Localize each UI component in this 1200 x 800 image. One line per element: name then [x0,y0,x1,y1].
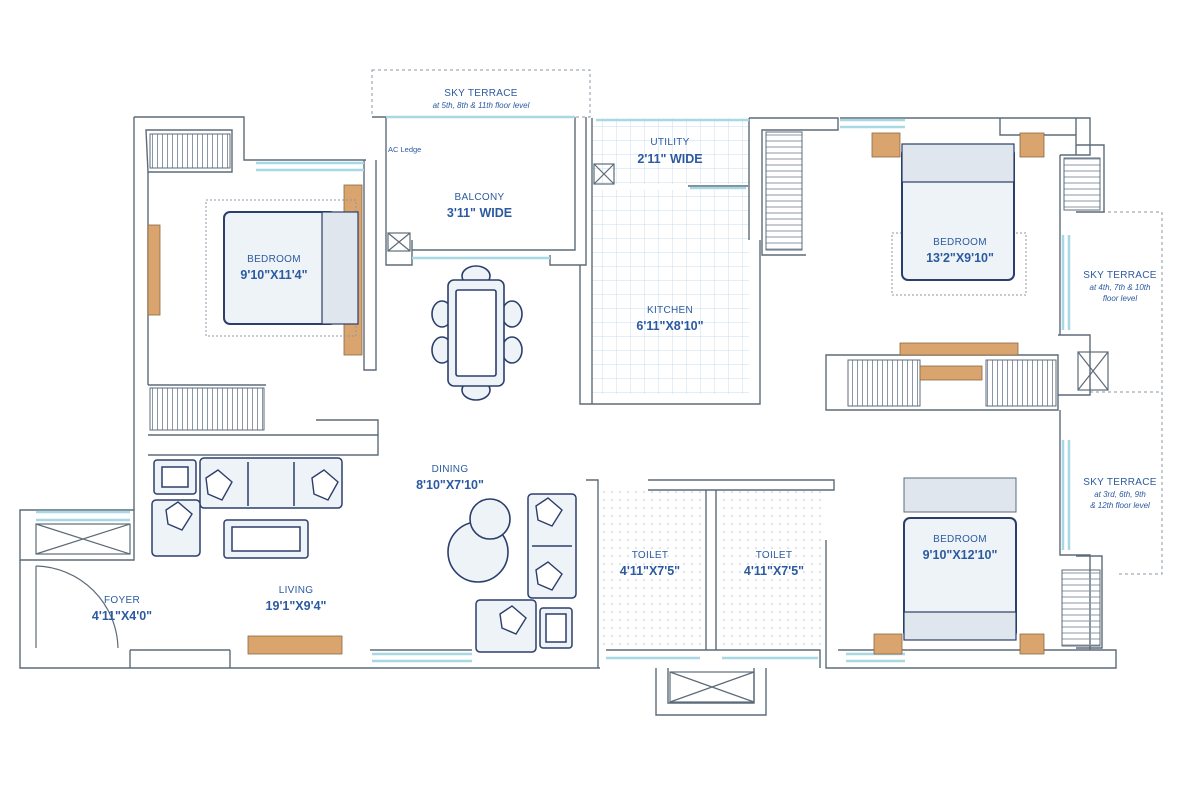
dining-name: DINING [431,464,469,475]
toilet-1-dim: 4'11"X7'5" [619,564,681,578]
entry-door [35,565,119,649]
balcony-dim: 3'11" WIDE [446,206,513,220]
bedroom-top-right-dim: 13'2"X9'10" [926,251,994,265]
cushions [165,469,563,635]
sky-terrace-right-2-note-2: & 12th floor level [1090,501,1150,510]
dining-dim: 8'10"X7'10" [416,478,484,492]
bed-top-right [891,143,1027,296]
sky-terrace-top-note: at 5th, 8th & 11th floor level [432,101,530,110]
bedroom-left-name: BEDROOM [247,254,301,265]
balcony-name: BALCONY [454,192,505,203]
kitchen-dim: 6'11"X8'10" [636,319,704,333]
bed-bottom-right [903,477,1017,641]
toilet-2-dim: 4'11"X7'5" [743,564,805,578]
toilet-1-name: TOILET [631,550,669,561]
windows [36,115,1071,663]
wardrobes [149,131,1101,647]
sky-terrace-right-1-note-1: at 4th, 7th & 10th [1089,283,1151,292]
round-table [447,498,511,583]
bedroom-bottom-right-dim: 9'10"X12'10" [922,548,998,562]
sky-terrace-right-outline [1090,211,1163,575]
sky-terrace-top-name: SKY TERRACE [444,88,518,99]
bedroom-left-dim: 9'10"X11'4" [240,268,308,282]
toilet-2-name: TOILET [755,550,793,561]
bedroom-top-right-name: BEDROOM [933,237,987,248]
sky-terrace-right-2-note-1: at 3rd, 6th, 9th [1094,490,1146,499]
walls [19,116,1117,716]
dining-table-top [431,265,523,401]
bedroom-bottom-right-name: BEDROOM [933,534,987,545]
sky-terrace-right-1-name: SKY TERRACE [1083,270,1157,281]
bed-left [205,199,359,337]
utility-name: UTILITY [650,137,690,148]
foyer-name: FOYER [104,595,140,606]
kitchen-floor [592,118,749,394]
ac-ledge-label: AC Ledge [388,145,422,154]
living-name: LIVING [278,585,314,596]
shafts [35,163,1109,703]
utility-dim: 2'11" WIDE [637,152,703,166]
toilet-floors [598,490,826,650]
sky-terrace-right-1-note-2: floor level [1102,294,1138,303]
living-dim: 19'1"X9'4" [265,599,327,613]
foyer-dim: 4'11"X4'0" [91,609,153,623]
kitchen-name: KITCHEN [647,305,693,316]
sky-terrace-right-2-name: SKY TERRACE [1083,477,1157,488]
